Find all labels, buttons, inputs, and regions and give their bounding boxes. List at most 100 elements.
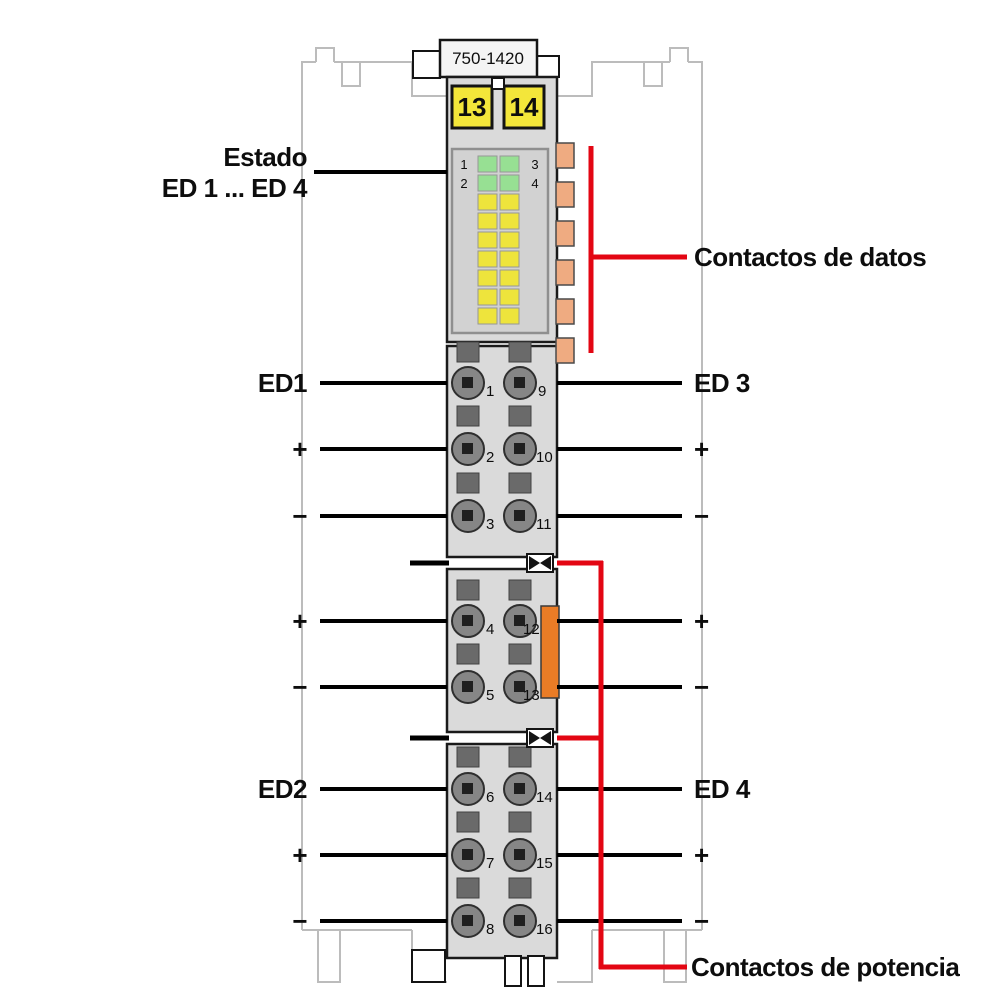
led-cell-yellow [499,288,520,306]
top-right-connector [536,55,560,78]
clamp-hole [514,915,525,926]
led-cell-yellow [499,307,520,325]
terminal-number-7: 7 [486,855,494,872]
row-label-right-plus-1: + [694,434,709,464]
jumper-symbol-triangle [529,731,540,745]
marking-label-13: 13 [458,92,487,122]
led-cell-green [477,155,498,173]
row-label-right-minus-3: − [694,906,709,936]
led-number-1: 1 [460,157,467,172]
led-cell-green [499,155,520,173]
status-label-line1: Estado [223,142,307,172]
terminal-number-3: 3 [486,516,494,533]
wire-port-square [508,341,532,363]
led-cell-yellow [499,269,520,287]
clamp-hole [462,615,473,626]
neighbor-module-outline-right [557,47,703,983]
wire-port-square [456,643,480,665]
jumper-symbol-triangle [529,556,540,570]
wire-port-square [508,746,532,768]
clamp-hole [514,849,525,860]
clamp-hole [514,615,525,626]
clamp-hole [462,681,473,692]
wire-port-square [456,472,480,494]
wire-port-square [508,643,532,665]
clamp-hole [514,377,525,388]
terminal-number-16: 16 [536,921,553,938]
wire-port-square [508,579,532,601]
clamp-hole [462,849,473,860]
wire-port-square [456,405,480,427]
led-cell-yellow [477,307,498,325]
led-cell-yellow [477,269,498,287]
row-label-left-ed2: ED2 [258,774,307,804]
data-contact-tab [555,259,575,286]
terminal-number-1: 1 [486,383,494,400]
led-cell-yellow [477,288,498,306]
led-cell-yellow [477,250,498,268]
bottom-latch [411,949,446,983]
marking-box-13 [450,84,494,130]
row-label-left-plus-3: + [292,840,307,870]
led-cell-yellow [499,212,520,230]
wire-port-square [508,811,532,833]
row-label-right-plus-3: + [694,840,709,870]
clamp-hole [514,681,525,692]
led-cell-yellow [477,193,498,211]
led-cell-green [499,174,520,192]
row-label-left-plus-2: + [292,606,307,636]
row-label-left-plus-1: + [292,434,307,464]
terminal-number-4: 4 [486,621,494,638]
led-cell-yellow [477,212,498,230]
data-contact-tab [555,298,575,325]
row-label-left-minus-3: − [292,906,307,936]
terminal-number-10: 10 [536,449,553,466]
clamp-hole [514,783,525,794]
status-label-line2: ED 1 ... ED 4 [162,173,308,203]
part-number-text: 750-1420 [452,49,524,68]
marking-notch [491,77,505,90]
wire-port-square [456,811,480,833]
terminal-number-13: 13 [523,687,540,704]
row-label-left-ed1: ED1 [258,368,307,398]
clamp-hole [514,443,525,454]
led-cell-yellow [499,231,520,249]
clamp-hole [462,443,473,454]
terminal-number-9: 9 [538,383,546,400]
row-label-right-ed3: ED 3 [694,368,750,398]
power-jumper-contact [540,605,560,699]
clamp-hole [462,915,473,926]
wire-port-square [508,877,532,899]
led-cell-green [477,174,498,192]
terminal-number-12: 12 [523,621,540,638]
led-cell-yellow [477,231,498,249]
jumper-symbol-triangle [540,556,551,570]
row-label-right-ed4: ED 4 [694,774,751,804]
led-number-2: 2 [460,176,467,191]
wire-port-square [456,746,480,768]
row-label-right-plus-2: + [694,606,709,636]
bottom-foot [527,955,545,987]
terminal-number-8: 8 [486,921,494,938]
led-number-3: 3 [531,157,538,172]
row-label-left-minus-2: − [292,672,307,702]
led-cell-yellow [499,193,520,211]
wire-port-square [456,877,480,899]
marking-label-14: 14 [510,92,539,122]
clamp-hole [462,377,473,388]
power-contacts-label: Contactos de potencia [691,952,960,982]
data-contact-tab [555,181,575,208]
clamp-hole [514,510,525,521]
terminal-number-2: 2 [486,449,494,466]
terminal-number-6: 6 [486,789,494,806]
wire-port-square [456,579,480,601]
terminal-number-15: 15 [536,855,553,872]
wire-port-square [456,341,480,363]
terminal-number-14: 14 [536,789,553,806]
row-label-left-minus-1: − [292,501,307,531]
data-contact-tab [555,142,575,169]
wire-port-square [508,405,532,427]
row-label-right-minus-2: − [694,672,709,702]
